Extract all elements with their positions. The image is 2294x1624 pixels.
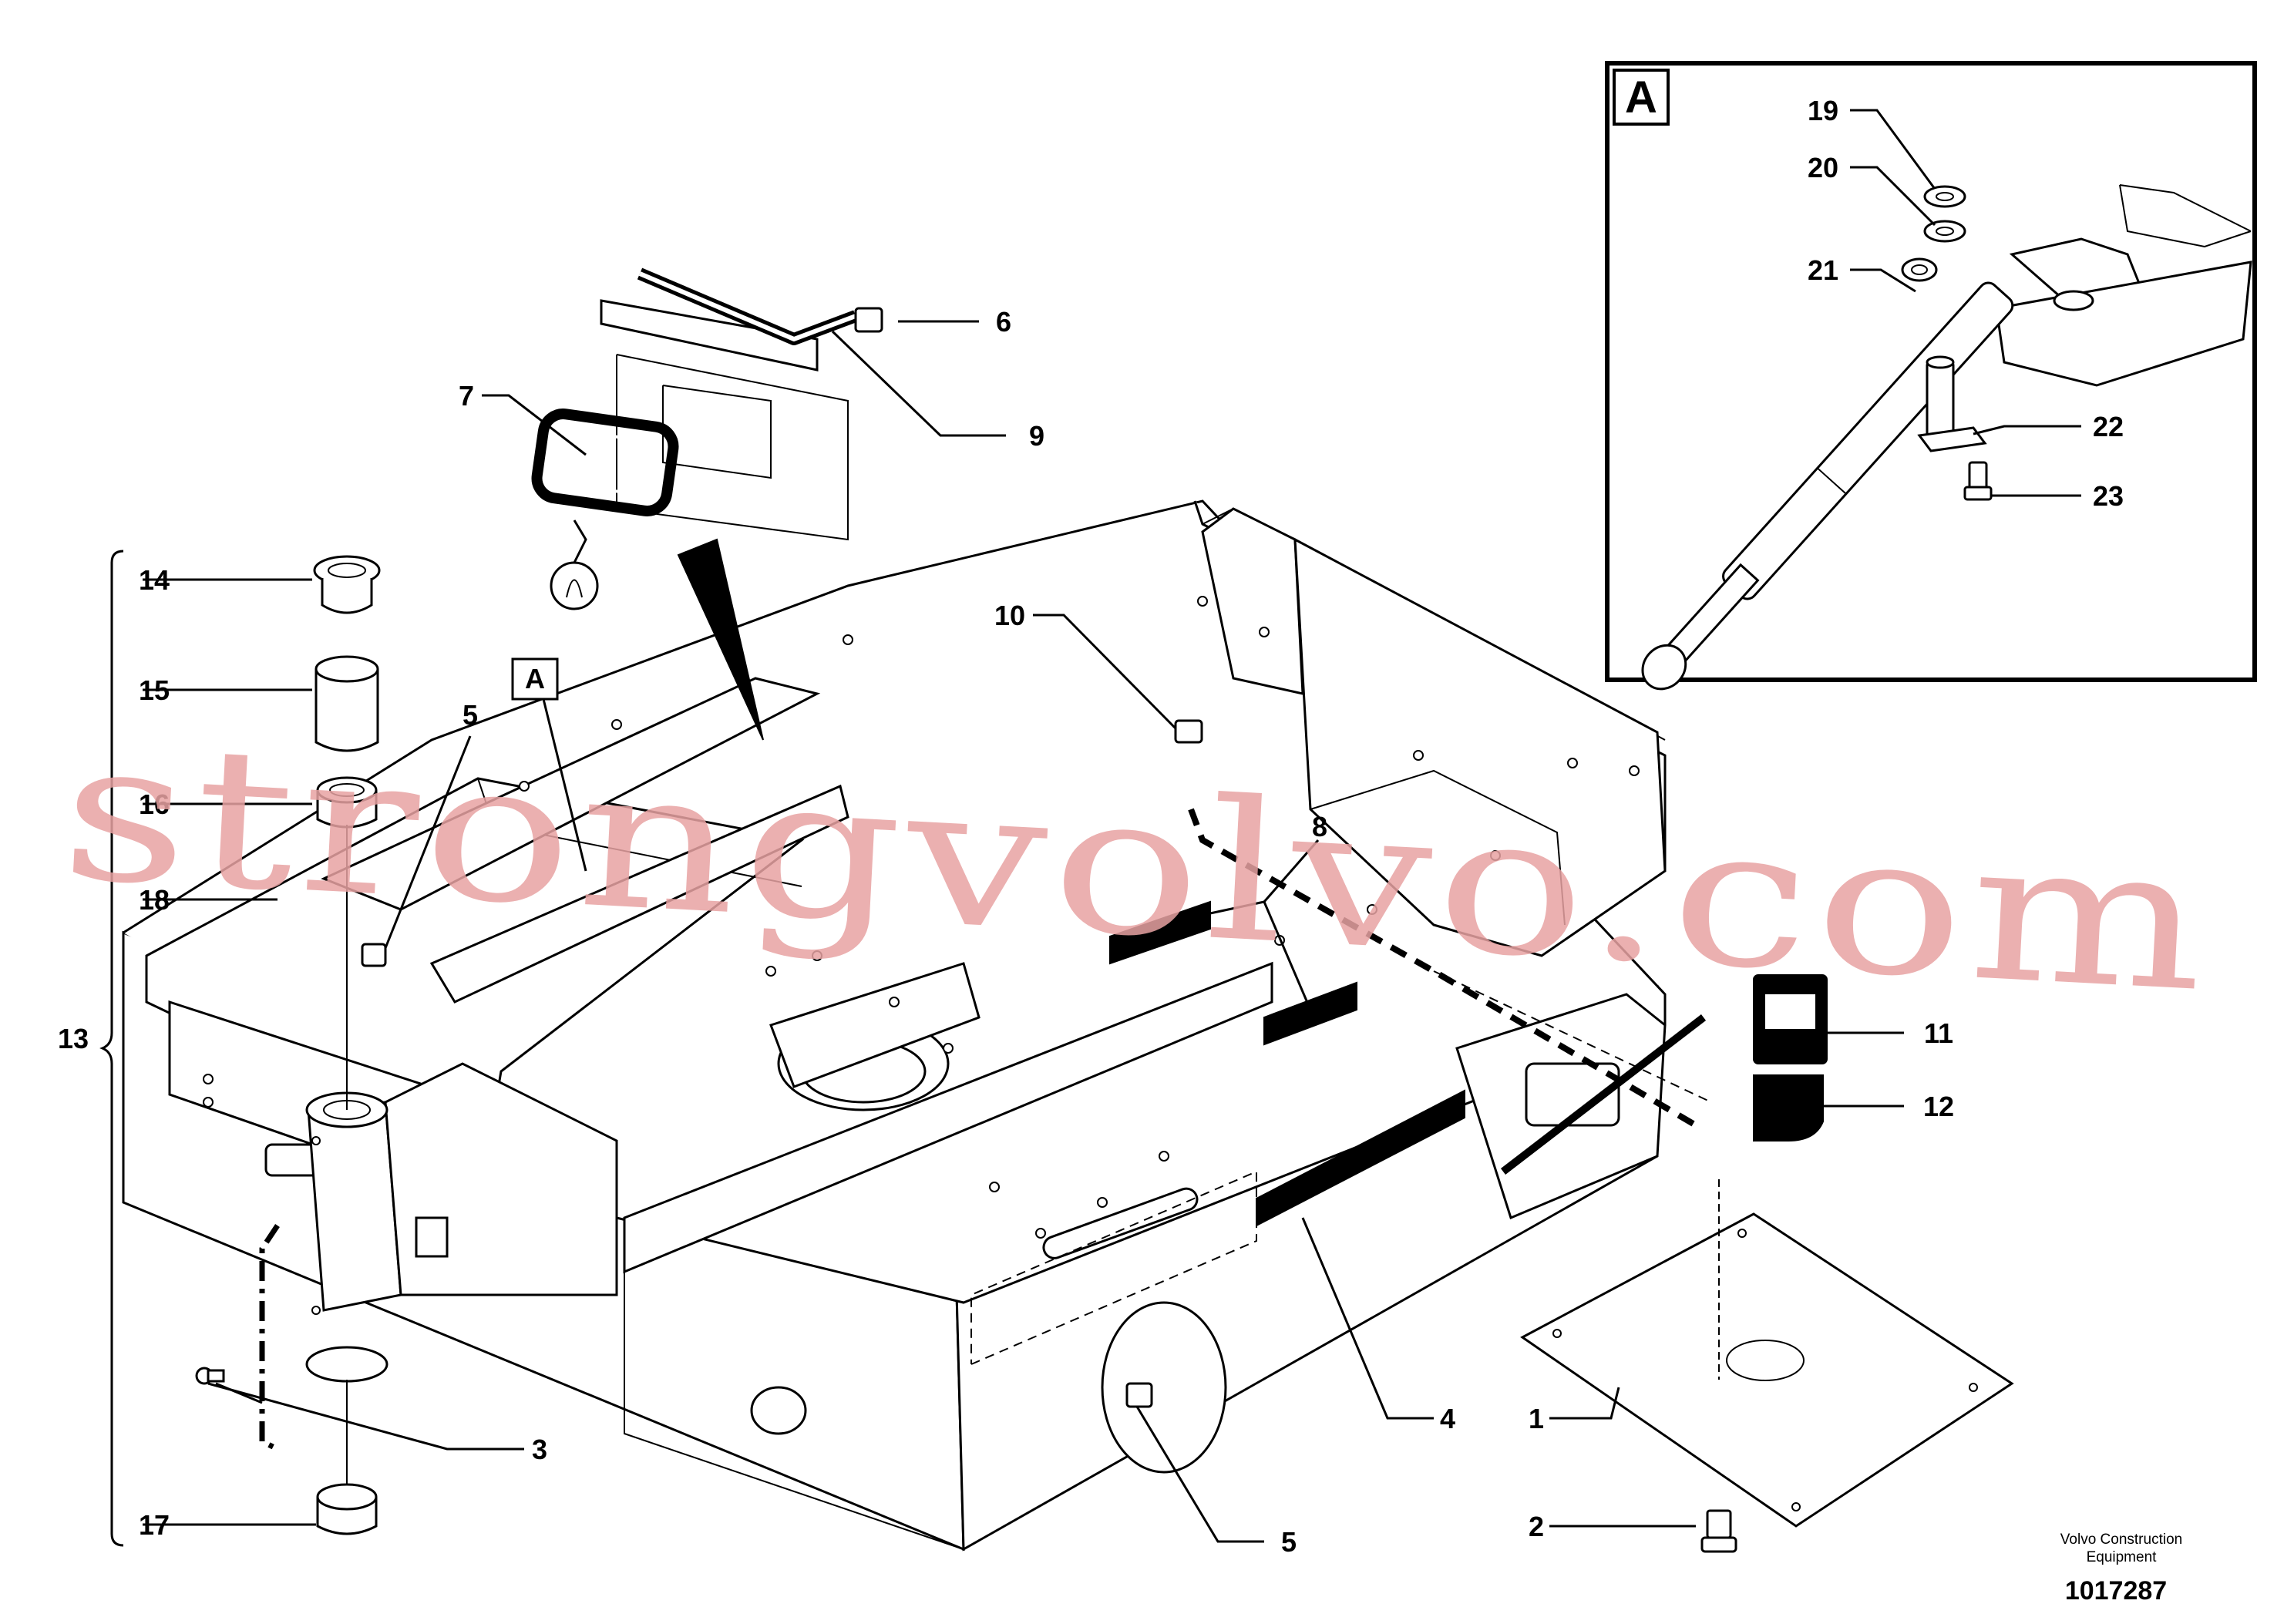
part-7-grommet (531, 409, 679, 516)
callout-2: 3 (532, 1434, 547, 1465)
part-11-block (1753, 974, 1828, 1064)
detail-a-inset: A (1605, 61, 2257, 691)
credit-line-1: Volvo Construction (2060, 1532, 2182, 1548)
callout-3: 2 (1529, 1511, 1544, 1542)
callout-10: 9 (1029, 420, 1044, 452)
bracket-13 (99, 550, 124, 1547)
part-12-pad (1753, 1074, 1824, 1142)
top-harness-group (531, 267, 883, 741)
callout-9: 10 (994, 600, 1025, 631)
part-6-clip (854, 307, 883, 333)
callout-21: 21 (1808, 254, 1838, 286)
callout-labels: 6 9 7 14 15 16 18 13 17 3 5 5 10 8 11 12… (58, 95, 2124, 1558)
callout-16: 16 (139, 788, 170, 820)
callout-4: 4 (1440, 1403, 1455, 1434)
harness-route (1174, 719, 1712, 1175)
callout-20: 20 (1808, 152, 1838, 183)
callout-19: 19 (1808, 95, 1838, 126)
leader-lines (143, 320, 1904, 1543)
callout-1: 1 (1529, 1403, 1544, 1434)
callout-7: 7 (459, 380, 474, 412)
callout-22: 22 (2093, 411, 2124, 442)
swing-bracket (305, 1062, 618, 1383)
callout-5-lower: 5 (1281, 1526, 1297, 1558)
detail-a-inset-label: A (1625, 72, 1657, 123)
upper-frame-drawing (122, 499, 1667, 1552)
callout-11: 11 (1924, 1017, 1953, 1049)
detail-a-marker: A (511, 657, 559, 701)
detail-a-marker-label: A (525, 663, 545, 694)
callout-18: 18 (139, 884, 170, 916)
part-8-pads (1109, 900, 1465, 1227)
callout-13: 13 (58, 1023, 89, 1054)
callout-5-upper: 5 (462, 699, 478, 731)
callout-12: 12 (1923, 1091, 1954, 1122)
document-number: 1017287 (2065, 1576, 2167, 1606)
credit-line-2: Equipment (2087, 1549, 2158, 1565)
part-1-cover-plate (1520, 1179, 2014, 1553)
callout-15: 15 (139, 674, 170, 706)
callout-6: 6 (996, 306, 1011, 338)
callout-8: 8 (1312, 811, 1327, 842)
bushing-stack (195, 555, 1153, 1535)
callout-14: 14 (139, 564, 170, 596)
callout-23: 23 (2093, 480, 2124, 512)
callout-17: 17 (139, 1509, 170, 1541)
